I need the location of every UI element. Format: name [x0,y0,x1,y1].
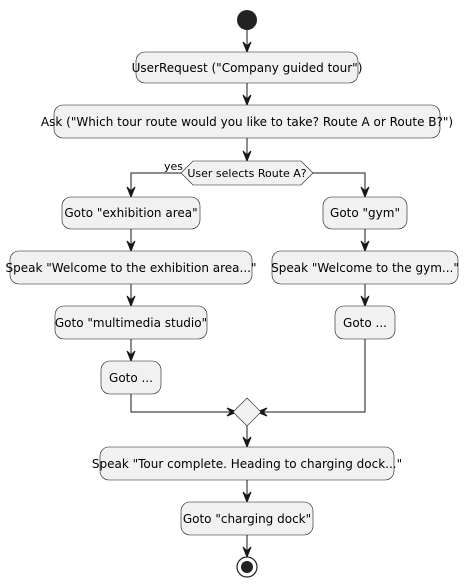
node-goto-more-b-label: Goto ... [343,316,387,330]
node-goto-gym [322,196,408,230]
edge-right-to-merge [261,339,366,413]
decision-route-a [180,160,314,186]
edge-no-branch [313,172,366,193]
node-speak-gym-label: Speak "Welcome to the gym..." [271,261,459,275]
start-node [237,10,257,30]
node-goto-dock-label: Goto "charging dock" [183,512,311,526]
edge-left-to-merge [130,394,233,413]
node-goto-exhibition-label: Goto "exhibition area" [64,206,197,220]
node-ask [53,104,441,139]
end-node-inner [241,561,253,573]
branch-yes-label: yes [164,160,183,173]
node-speak-complete-label: Speak "Tour complete. Heading to chargin… [92,457,402,471]
edge-yes-branch [130,172,181,193]
node-goto-exhibition [61,196,201,230]
node-ask-label: Ask ("Which tour route would you like to… [41,115,453,129]
node-goto-dock [180,501,314,536]
node-speak-exhibition-label: Speak "Welcome to the exhibition area...… [5,261,256,275]
node-goto-more-a [100,360,162,395]
decision-route-a-label: User selects Route A? [187,167,306,180]
node-speak-complete [99,446,395,481]
node-user-request-label: UserRequest ("Company guided tour") [132,61,363,75]
node-goto-more-a-label: Goto ... [109,371,153,385]
merge-node [232,397,262,427]
node-goto-gym-label: Goto "gym" [330,206,400,220]
node-speak-gym [271,250,459,285]
node-goto-multimedia-label: Goto "multimedia studio" [55,316,207,330]
node-speak-exhibition [9,250,253,285]
node-goto-more-b [334,305,396,340]
node-goto-multimedia [54,305,208,340]
node-user-request [135,51,359,84]
